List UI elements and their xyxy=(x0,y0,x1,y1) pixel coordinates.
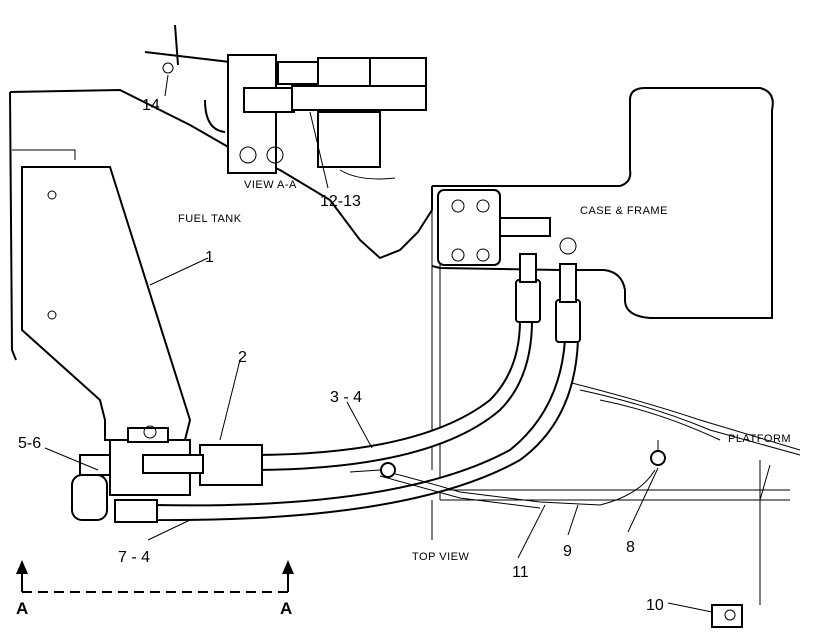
callout-1: 1 xyxy=(205,249,214,266)
callout-11: 11 xyxy=(512,564,529,581)
callout-8: 8 xyxy=(626,539,635,556)
callout-10: 10 xyxy=(646,597,664,614)
section-label-right: A xyxy=(280,599,292,618)
callout-9: 9 xyxy=(563,543,572,560)
callout-3-4: 3 - 4 xyxy=(330,389,362,406)
frame-port-plate xyxy=(437,189,577,266)
case-frame-outline xyxy=(431,87,774,500)
valve-block xyxy=(71,425,263,523)
platform-outline xyxy=(431,379,801,605)
fuel-tank-label: FUEL TANK xyxy=(178,213,242,225)
clamp xyxy=(711,604,743,628)
callout-14: 14 xyxy=(142,97,160,114)
view-aa-label: VIEW A-A xyxy=(244,179,297,191)
leader-lines xyxy=(44,74,713,613)
section-label-left: A xyxy=(16,599,28,618)
callout-2: 2 xyxy=(238,349,247,366)
callout-7-4: 7 - 4 xyxy=(118,549,150,566)
fuel-tank-outline xyxy=(9,88,433,361)
callout-12-13: 12-13 xyxy=(320,193,361,210)
top-view-label: TOP VIEW xyxy=(412,551,470,563)
case-frame-label: CASE & FRAME xyxy=(580,205,668,217)
view-aa-inset xyxy=(144,24,427,180)
callout-5-6: 5-6 xyxy=(18,435,41,452)
cable xyxy=(349,440,666,509)
hoses xyxy=(154,253,581,522)
bracket xyxy=(21,166,192,441)
section-line-aa xyxy=(16,560,294,593)
platform-label: PLATFORM xyxy=(728,433,791,445)
